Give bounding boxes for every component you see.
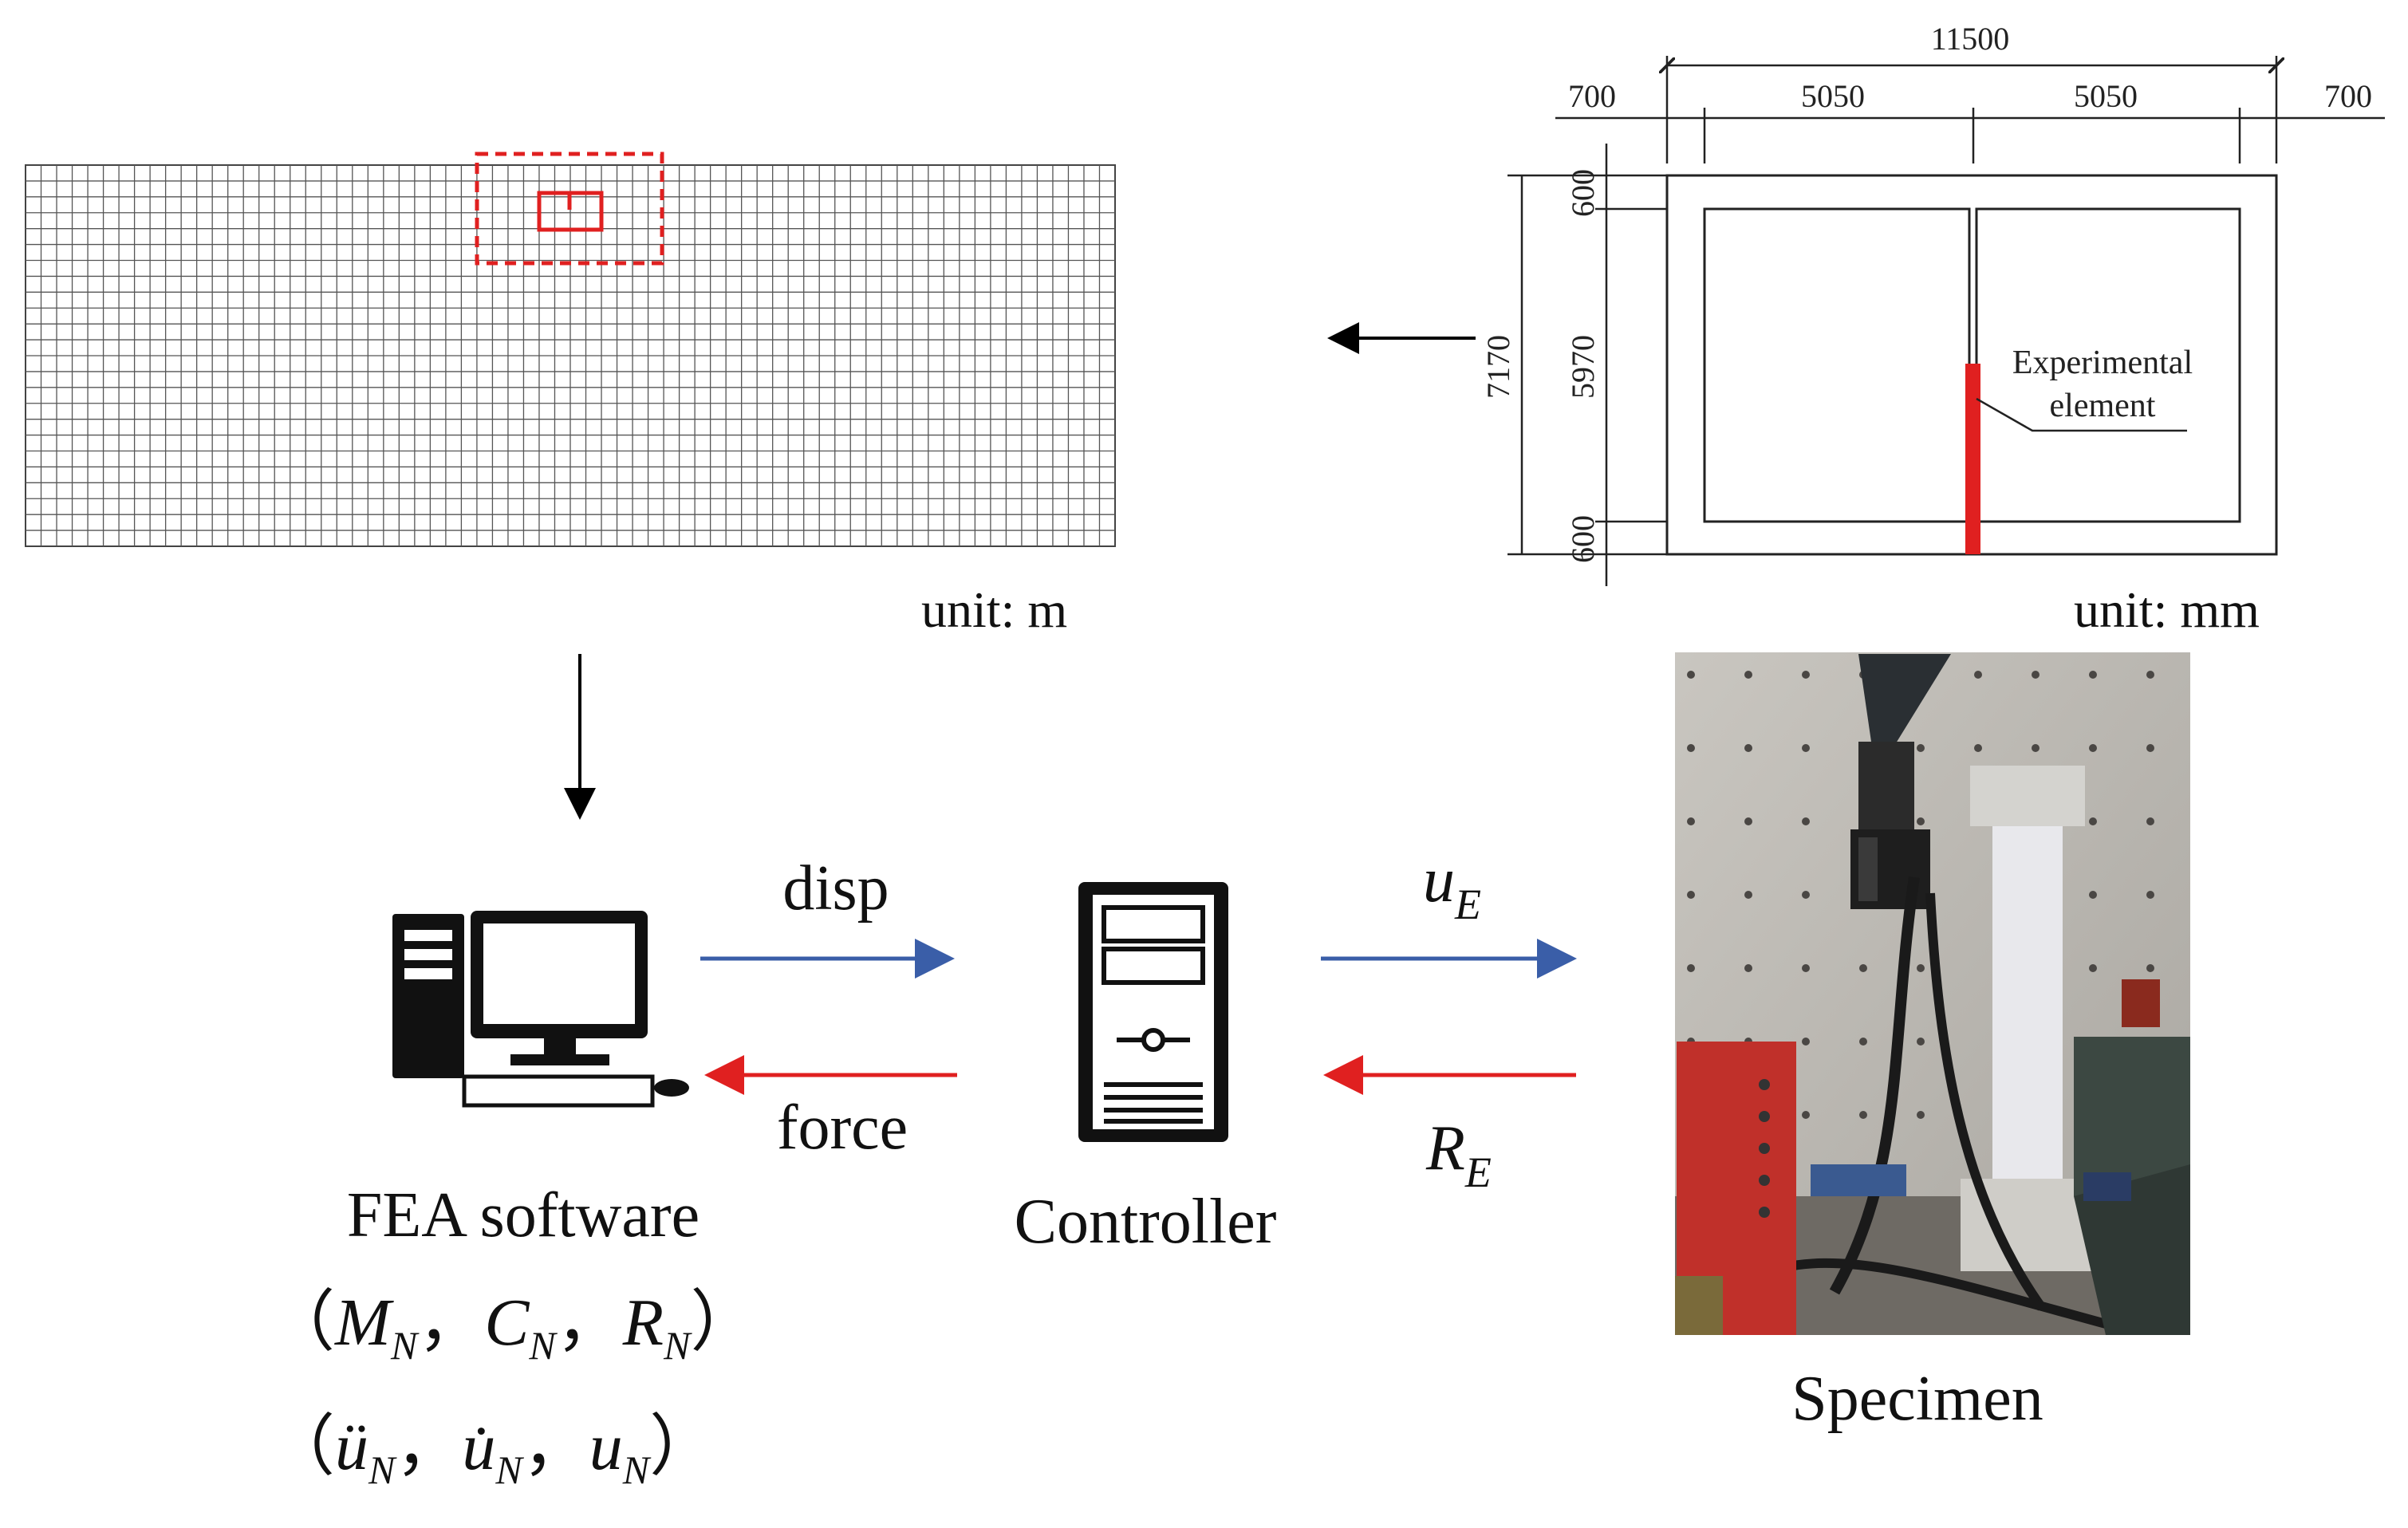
- dim-left-overhang: 700: [1568, 78, 1616, 114]
- mesh-unit-label: unit: m: [921, 581, 1067, 638]
- wall-bolt: [1859, 1111, 1867, 1119]
- annotation-leader: [1976, 397, 2187, 432]
- specimen-photo: [1675, 652, 2190, 1335]
- wall-bolt: [1802, 671, 1810, 679]
- label-disp: disp: [782, 853, 889, 923]
- wall-bolt: [2089, 671, 2097, 679]
- dim-right-overhang: 700: [2324, 78, 2372, 114]
- wall-bolt: [1744, 671, 1752, 679]
- wall-bolt: [1917, 964, 1925, 972]
- wall-bolt: [1859, 1038, 1867, 1046]
- wall-bolt: [2146, 964, 2154, 972]
- wall-bolt: [1744, 964, 1752, 972]
- annotation-line2: element: [2050, 388, 2156, 424]
- caption-controller: Controller: [1015, 1187, 1277, 1257]
- wall-bolt: [1802, 1038, 1810, 1046]
- controller-icon: [1078, 882, 1228, 1142]
- wall-bolt: [1744, 891, 1752, 899]
- wall-bolt: [1687, 891, 1695, 899]
- caption-fea-software: FEA software: [347, 1180, 700, 1250]
- wall-bolt: [1917, 744, 1925, 752]
- wall-bolt: [1744, 817, 1752, 825]
- horizontal-dimension-lines: [1555, 56, 2385, 163]
- wall-bolt: [2089, 744, 2097, 752]
- wall-bolt: [2146, 891, 2154, 899]
- wall-bolt: [2089, 891, 2097, 899]
- wall-bolt: [1974, 671, 1982, 679]
- wall-bolt: [1859, 964, 1867, 972]
- wall-bolt: [1917, 817, 1925, 825]
- wall-bolt: [2146, 817, 2154, 825]
- wall-bolt: [1744, 744, 1752, 752]
- label-uE: uE: [1423, 845, 1481, 928]
- dim-bay-left: 5050: [1801, 78, 1865, 114]
- vertical-dimension-lines: [1507, 144, 1667, 586]
- wall-bolt: [1917, 1038, 1925, 1046]
- wall-bolt: [1802, 1111, 1810, 1119]
- wall-bolt: [2089, 817, 2097, 825]
- dim-bay-right: 5050: [2074, 78, 2138, 114]
- wall-bolt: [1687, 744, 1695, 752]
- frame-unit-label: unit: mm: [2074, 581, 2260, 638]
- wall-bolt: [1687, 817, 1695, 825]
- label-RE: RE: [1425, 1113, 1492, 1196]
- wall-bolt: [1917, 1111, 1925, 1119]
- wall-bolt: [1802, 744, 1810, 752]
- wall-bolt: [2089, 964, 2097, 972]
- dim-clear-height: 5970: [1565, 335, 1601, 399]
- dim-beam-bottom: 600: [1565, 515, 1601, 563]
- experimental-element: [1965, 364, 1980, 554]
- computer-icon: [392, 911, 689, 1108]
- fea-matrices: （MN，CN，RN）: [268, 1286, 757, 1368]
- wall-bolt: [2146, 744, 2154, 752]
- annotation-line1: Experimental: [2012, 345, 2193, 381]
- wall-bolt: [2146, 671, 2154, 679]
- label-force: force: [777, 1093, 908, 1163]
- fe-mesh-grid: [25, 164, 1116, 547]
- dim-total-height: 7170: [1480, 335, 1516, 399]
- caption-specimen: Specimen: [1791, 1364, 2043, 1434]
- wall-bolt: [1802, 964, 1810, 972]
- wall-bolt: [2032, 744, 2040, 752]
- wall-bolt: [1687, 671, 1695, 679]
- wall-bolt: [1974, 744, 1982, 752]
- wall-bolt: [1802, 817, 1810, 825]
- wall-bolt: [1687, 964, 1695, 972]
- dim-total-width: 11500: [1931, 21, 2010, 57]
- fea-responses: （üN，u̇N，uN）: [268, 1410, 716, 1492]
- mesh-highlight-region: [475, 152, 664, 266]
- wall-bolt: [2032, 671, 2040, 679]
- wall-bolt: [1802, 891, 1810, 899]
- dim-beam-top: 600: [1565, 169, 1601, 217]
